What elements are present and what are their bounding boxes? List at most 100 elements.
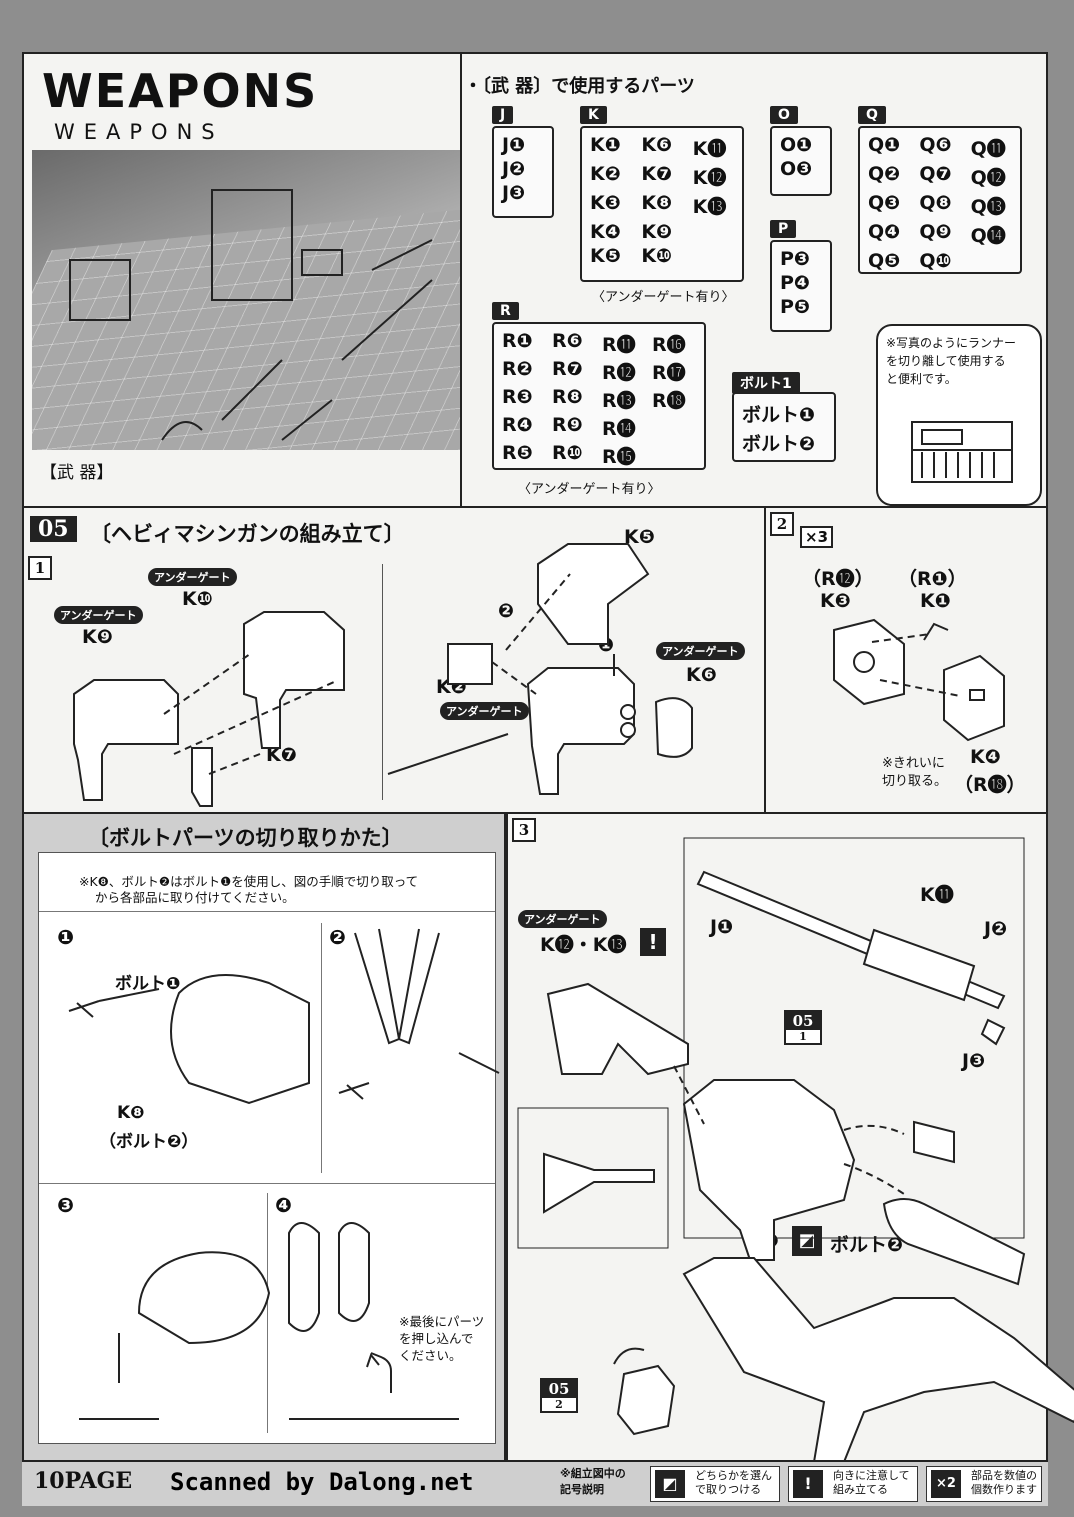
part-item: R❶ xyxy=(502,330,533,352)
legend-text: 部品を数値の xyxy=(971,1469,1037,1482)
part-tag-o: O xyxy=(770,106,798,124)
part-item: O❶ xyxy=(780,134,813,156)
divider xyxy=(764,508,766,814)
label-r12: （R⓬） xyxy=(802,568,874,590)
divider xyxy=(24,506,1048,508)
label-k9: K❾ xyxy=(82,626,113,648)
label-k5: K❺ xyxy=(624,526,655,548)
part-item: K❺ xyxy=(590,245,621,267)
part-item: R❺ xyxy=(502,442,533,464)
section-title: 〔ヘビィマシンガンの組み立て〕 xyxy=(90,522,405,546)
legend-title-2: 記号説明 xyxy=(560,1483,604,1496)
bolt-cut-drawings xyxy=(68,928,500,1420)
part-item: R⓰ xyxy=(652,334,686,356)
part-item: R❻ xyxy=(552,330,583,352)
part-item: ボルト❶ xyxy=(742,404,816,426)
bolt-step-3: ❸ xyxy=(57,1193,74,1217)
part-item: Q❸ xyxy=(868,192,901,214)
part-item: Q❶ xyxy=(868,134,901,156)
divider xyxy=(460,54,462,506)
bolt-note-2: から各部品に取り付けてください。 xyxy=(95,890,295,905)
bolt-cut-instructions: ※K❽、ボルト❷はボルト❶を使用し、図の手順で切り取って から各部品に取り付けて… xyxy=(38,852,500,1444)
part-item: Q⓬ xyxy=(970,167,1006,189)
part-item: Q❼ xyxy=(919,163,952,185)
part-tag-r: R xyxy=(492,302,519,320)
part-item: R⓬ xyxy=(602,362,636,384)
caution-icon: ! xyxy=(640,928,666,956)
label-k8: K❽ xyxy=(117,1103,145,1123)
runner-note-1: ※写真のようにランナー xyxy=(886,336,1017,350)
part-tag-p: P xyxy=(770,220,797,238)
part-item: R⓮ xyxy=(602,418,636,440)
part-item: R⓫ xyxy=(602,334,636,356)
step3-drawing xyxy=(517,837,1074,1463)
bolt-step-2: ❷ xyxy=(329,925,346,949)
page-number: 10PAGE xyxy=(34,1468,133,1494)
section-number: 05 xyxy=(30,516,77,542)
label-bolt1: ボルト❶ xyxy=(115,974,181,994)
arrow-step-2: ❷ xyxy=(498,600,515,622)
part-item: J❷ xyxy=(502,158,526,180)
part-item: Q❿ xyxy=(919,250,952,272)
part-item: R❷ xyxy=(502,358,533,380)
undergate-badge: アンダーゲート xyxy=(518,910,607,928)
manual-page: WEAPONS WEAPONS 【武 器】 ・〔武 器〕で使用するパーツ J J… xyxy=(22,52,1074,1497)
step1-drawing-right xyxy=(387,543,693,795)
divider xyxy=(24,812,1048,814)
label-j2: J❷ xyxy=(984,918,1008,940)
label-k12-k13: K⓬・K⓭ xyxy=(540,934,627,956)
part-item: K❸ xyxy=(590,192,621,214)
part-item: Q❻ xyxy=(919,134,952,156)
count-badge: ×3 xyxy=(800,526,834,548)
part-item: R❽ xyxy=(552,386,583,408)
part-item: K❶ xyxy=(590,134,621,156)
part-item xyxy=(693,221,734,243)
label-bolt2: （ボルト❷） xyxy=(99,1132,199,1152)
final-note-1: ※最後にパーツ xyxy=(399,1314,485,1329)
legend-text: 向きに注意して xyxy=(833,1469,910,1482)
part-item: K❾ xyxy=(641,221,673,243)
scan-watermark: Scanned by Dalong.net xyxy=(170,1468,474,1496)
part-item: R⓱ xyxy=(652,362,686,384)
part-item: P❸ xyxy=(780,248,811,270)
select-one-icon: ◩ xyxy=(655,1470,685,1498)
bolt-note-1: ※K❽、ボルト❷はボルト❶を使用し、図の手順で切り取って xyxy=(79,874,419,889)
bolt-step-4: ❹ xyxy=(275,1193,292,1217)
label-k7: K❼ xyxy=(266,744,297,766)
legend-text: で取りつける xyxy=(695,1483,762,1496)
legend-select-one: ◩ どちらかを選ん で取りつける xyxy=(650,1466,780,1502)
ref-badge-05-2: 05 2 xyxy=(540,1378,578,1413)
part-item xyxy=(693,245,734,267)
ref-num: 05 xyxy=(542,1380,576,1398)
label-r18: （R⓲） xyxy=(954,774,1026,796)
photo-caption: 【武 器】 xyxy=(40,463,114,483)
legend-orientation: ! 向きに注意して 組み立てる xyxy=(788,1466,918,1502)
part-item: K❿ xyxy=(641,245,673,267)
step2-drawing xyxy=(833,618,1005,742)
part-item: R❸ xyxy=(502,386,533,408)
part-item: R❹ xyxy=(502,414,533,436)
undergate-badge: アンダーゲート xyxy=(440,702,529,720)
part-item: K⓫ xyxy=(692,138,727,160)
part-item: K❽ xyxy=(641,192,673,214)
multiply-icon: ×2 xyxy=(931,1470,961,1498)
final-note-3: ください。 xyxy=(399,1348,462,1363)
runner-note-3: と便利です。 xyxy=(886,372,957,386)
legend-title-1: ※組立図中の xyxy=(560,1467,626,1480)
part-item: Q⓫ xyxy=(970,138,1006,160)
divider xyxy=(506,814,508,1460)
step-number-1: 1 xyxy=(28,556,52,580)
legend-quantity: ×2 部品を数値の 個数作ります xyxy=(926,1466,1042,1502)
footer: 10PAGE ※組立図中の 記号説明 ◩ どちらかを選ん で取りつける ! 向き… xyxy=(22,1460,1048,1506)
final-note-2: を押し込んで xyxy=(399,1331,474,1346)
undergate-badge: アンダーゲート xyxy=(148,568,237,586)
parts-r-note: 〈アンダーゲート有り〉 xyxy=(518,482,661,497)
part-item xyxy=(652,442,696,469)
divider xyxy=(382,564,383,800)
label-k10: K❿ xyxy=(182,588,213,610)
